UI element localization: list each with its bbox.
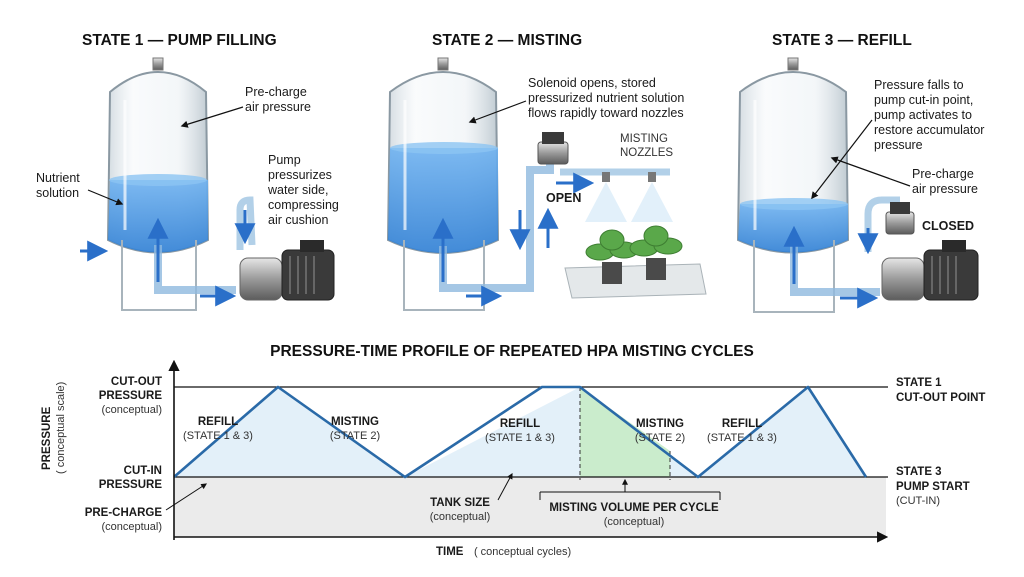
solenoid-label: flows rapidly toward nozzles bbox=[528, 106, 684, 120]
state3-title: STATE 3 — REFILL bbox=[772, 32, 912, 49]
solenoid-label: pressurized nutrient solution bbox=[528, 91, 684, 105]
phase-sub: (STATE 2) bbox=[635, 432, 685, 444]
pump-label: Pump bbox=[268, 153, 301, 167]
state2-title: STATE 2 — MISTING bbox=[432, 32, 582, 49]
cutout-sub: (conceptual) bbox=[101, 404, 162, 416]
cutout-label: CUT-OUT bbox=[111, 376, 162, 388]
state1-cutout-label: CUT-OUT POINT bbox=[896, 392, 985, 404]
pump-label: pressurizes bbox=[268, 168, 332, 182]
phase-sub: (STATE 1 & 3) bbox=[183, 430, 253, 442]
misting-nozzles bbox=[585, 172, 673, 222]
phase-label: MISTING bbox=[331, 416, 379, 428]
solenoid-valve bbox=[537, 132, 569, 165]
misting-volume-region bbox=[580, 387, 670, 477]
misting-volume-label: MISTING VOLUME PER CYCLE bbox=[549, 502, 719, 514]
phase-label: REFILL bbox=[198, 416, 238, 428]
nutrient-label: Nutrient bbox=[36, 171, 80, 185]
state3-valve bbox=[885, 202, 915, 235]
pump-label: air cushion bbox=[268, 213, 328, 227]
precharge-region bbox=[174, 477, 886, 537]
state1-title: STATE 1 — PUMP FILLING bbox=[82, 32, 277, 49]
state1-labels: Pre-charge air pressure Nutrient solutio… bbox=[36, 85, 339, 227]
valve-open-label: OPEN bbox=[546, 191, 581, 205]
cutin-label: CUT-IN bbox=[124, 465, 162, 477]
precharge-label: PRE-CHARGE bbox=[85, 507, 163, 519]
tank-size-sub: (conceptual) bbox=[430, 511, 491, 523]
solenoid-label: Solenoid opens, stored bbox=[528, 76, 656, 90]
pressure-falls-label: pump activates to bbox=[874, 108, 972, 122]
state3-panel: STATE 3 — REFILL bbox=[736, 32, 984, 313]
phase-sub: (STATE 1 & 3) bbox=[485, 432, 555, 444]
plant-tray bbox=[564, 225, 707, 299]
state2-flow-arrows bbox=[432, 172, 595, 307]
state3-pumpstart-label: STATE 3 bbox=[896, 466, 942, 478]
precharge-sub: (conceptual) bbox=[101, 521, 162, 533]
state3-cutin-sub: (CUT-IN) bbox=[896, 495, 940, 507]
precharge-label: air pressure bbox=[245, 100, 311, 114]
pressure-profile-line bbox=[173, 385, 868, 479]
state3-precharge-label: Pre-charge bbox=[912, 167, 974, 181]
x-axis-label-group: TIME ( conceptual cycles) bbox=[436, 542, 571, 559]
x-axis-label: TIME bbox=[436, 546, 464, 558]
phase-sub: (STATE 1 & 3) bbox=[707, 432, 777, 444]
nozzles-label: MISTING bbox=[620, 133, 668, 145]
precharge-label: Pre-charge bbox=[245, 85, 307, 99]
pressure-falls-label: pressure bbox=[874, 138, 923, 152]
state3-precharge-label: air pressure bbox=[912, 182, 978, 196]
phase-label: REFILL bbox=[722, 418, 762, 430]
cutout-label: PRESSURE bbox=[99, 390, 163, 402]
svg-text:solution: solution bbox=[36, 186, 79, 200]
state2-panel: STATE 2 — MISTING bbox=[386, 32, 707, 311]
state1-flow-arrows bbox=[80, 210, 256, 307]
state2-labels: Solenoid opens, stored pressurized nutri… bbox=[468, 76, 684, 205]
graph-title: PRESSURE-TIME PROFILE OF REPEATED HPA MI… bbox=[270, 343, 754, 360]
nozzles-label: NOZZLES bbox=[620, 147, 673, 159]
x-axis-sub: ( conceptual cycles) bbox=[474, 546, 571, 558]
pump-label: compressing bbox=[268, 198, 339, 212]
svg-text:Nutrient: Nutrient bbox=[36, 171, 80, 185]
y-axis-label: PRESSURE bbox=[41, 406, 53, 470]
pressure-time-graph: PRESSURE-TIME PROFILE OF REPEATED HPA MI… bbox=[41, 343, 985, 559]
svg-text:Pre-charge: Pre-charge bbox=[245, 85, 307, 99]
state3-pump bbox=[881, 240, 979, 301]
phase-label: MISTING bbox=[636, 418, 684, 430]
state3-flow-arrows bbox=[783, 225, 879, 309]
pressure-falls-label: restore accumulator bbox=[874, 123, 984, 137]
state3-labels: Pressure falls to pump cut-in point, pum… bbox=[811, 78, 984, 233]
plant bbox=[629, 225, 683, 257]
nutrient-label: solution bbox=[36, 186, 79, 200]
plant bbox=[585, 229, 639, 261]
tank-size-label: TANK SIZE bbox=[430, 497, 490, 509]
pump-label: water side, bbox=[267, 183, 328, 197]
state1-panel: STATE 1 — PUMP FILLING bbox=[36, 32, 339, 311]
misting-volume-sub: (conceptual) bbox=[604, 516, 665, 528]
valve-closed-label: CLOSED bbox=[922, 219, 974, 233]
pressure-fill bbox=[174, 387, 866, 477]
state1-pump bbox=[239, 240, 335, 301]
pressure-falls-label: Pressure falls to bbox=[874, 78, 964, 92]
state1-tank bbox=[106, 57, 210, 311]
phase-sub: (STATE 2) bbox=[330, 430, 380, 442]
state1-cutout-label: STATE 1 bbox=[896, 377, 942, 389]
pressure-falls-label: pump cut-in point, bbox=[874, 93, 973, 107]
state3-pumpstart-label: PUMP START bbox=[896, 481, 970, 493]
cutin-label: PRESSURE bbox=[99, 479, 163, 491]
y-axis-sub: ( conceptual scale) bbox=[55, 382, 67, 474]
svg-text:air pressure: air pressure bbox=[245, 100, 311, 114]
phase-label: REFILL bbox=[500, 418, 540, 430]
